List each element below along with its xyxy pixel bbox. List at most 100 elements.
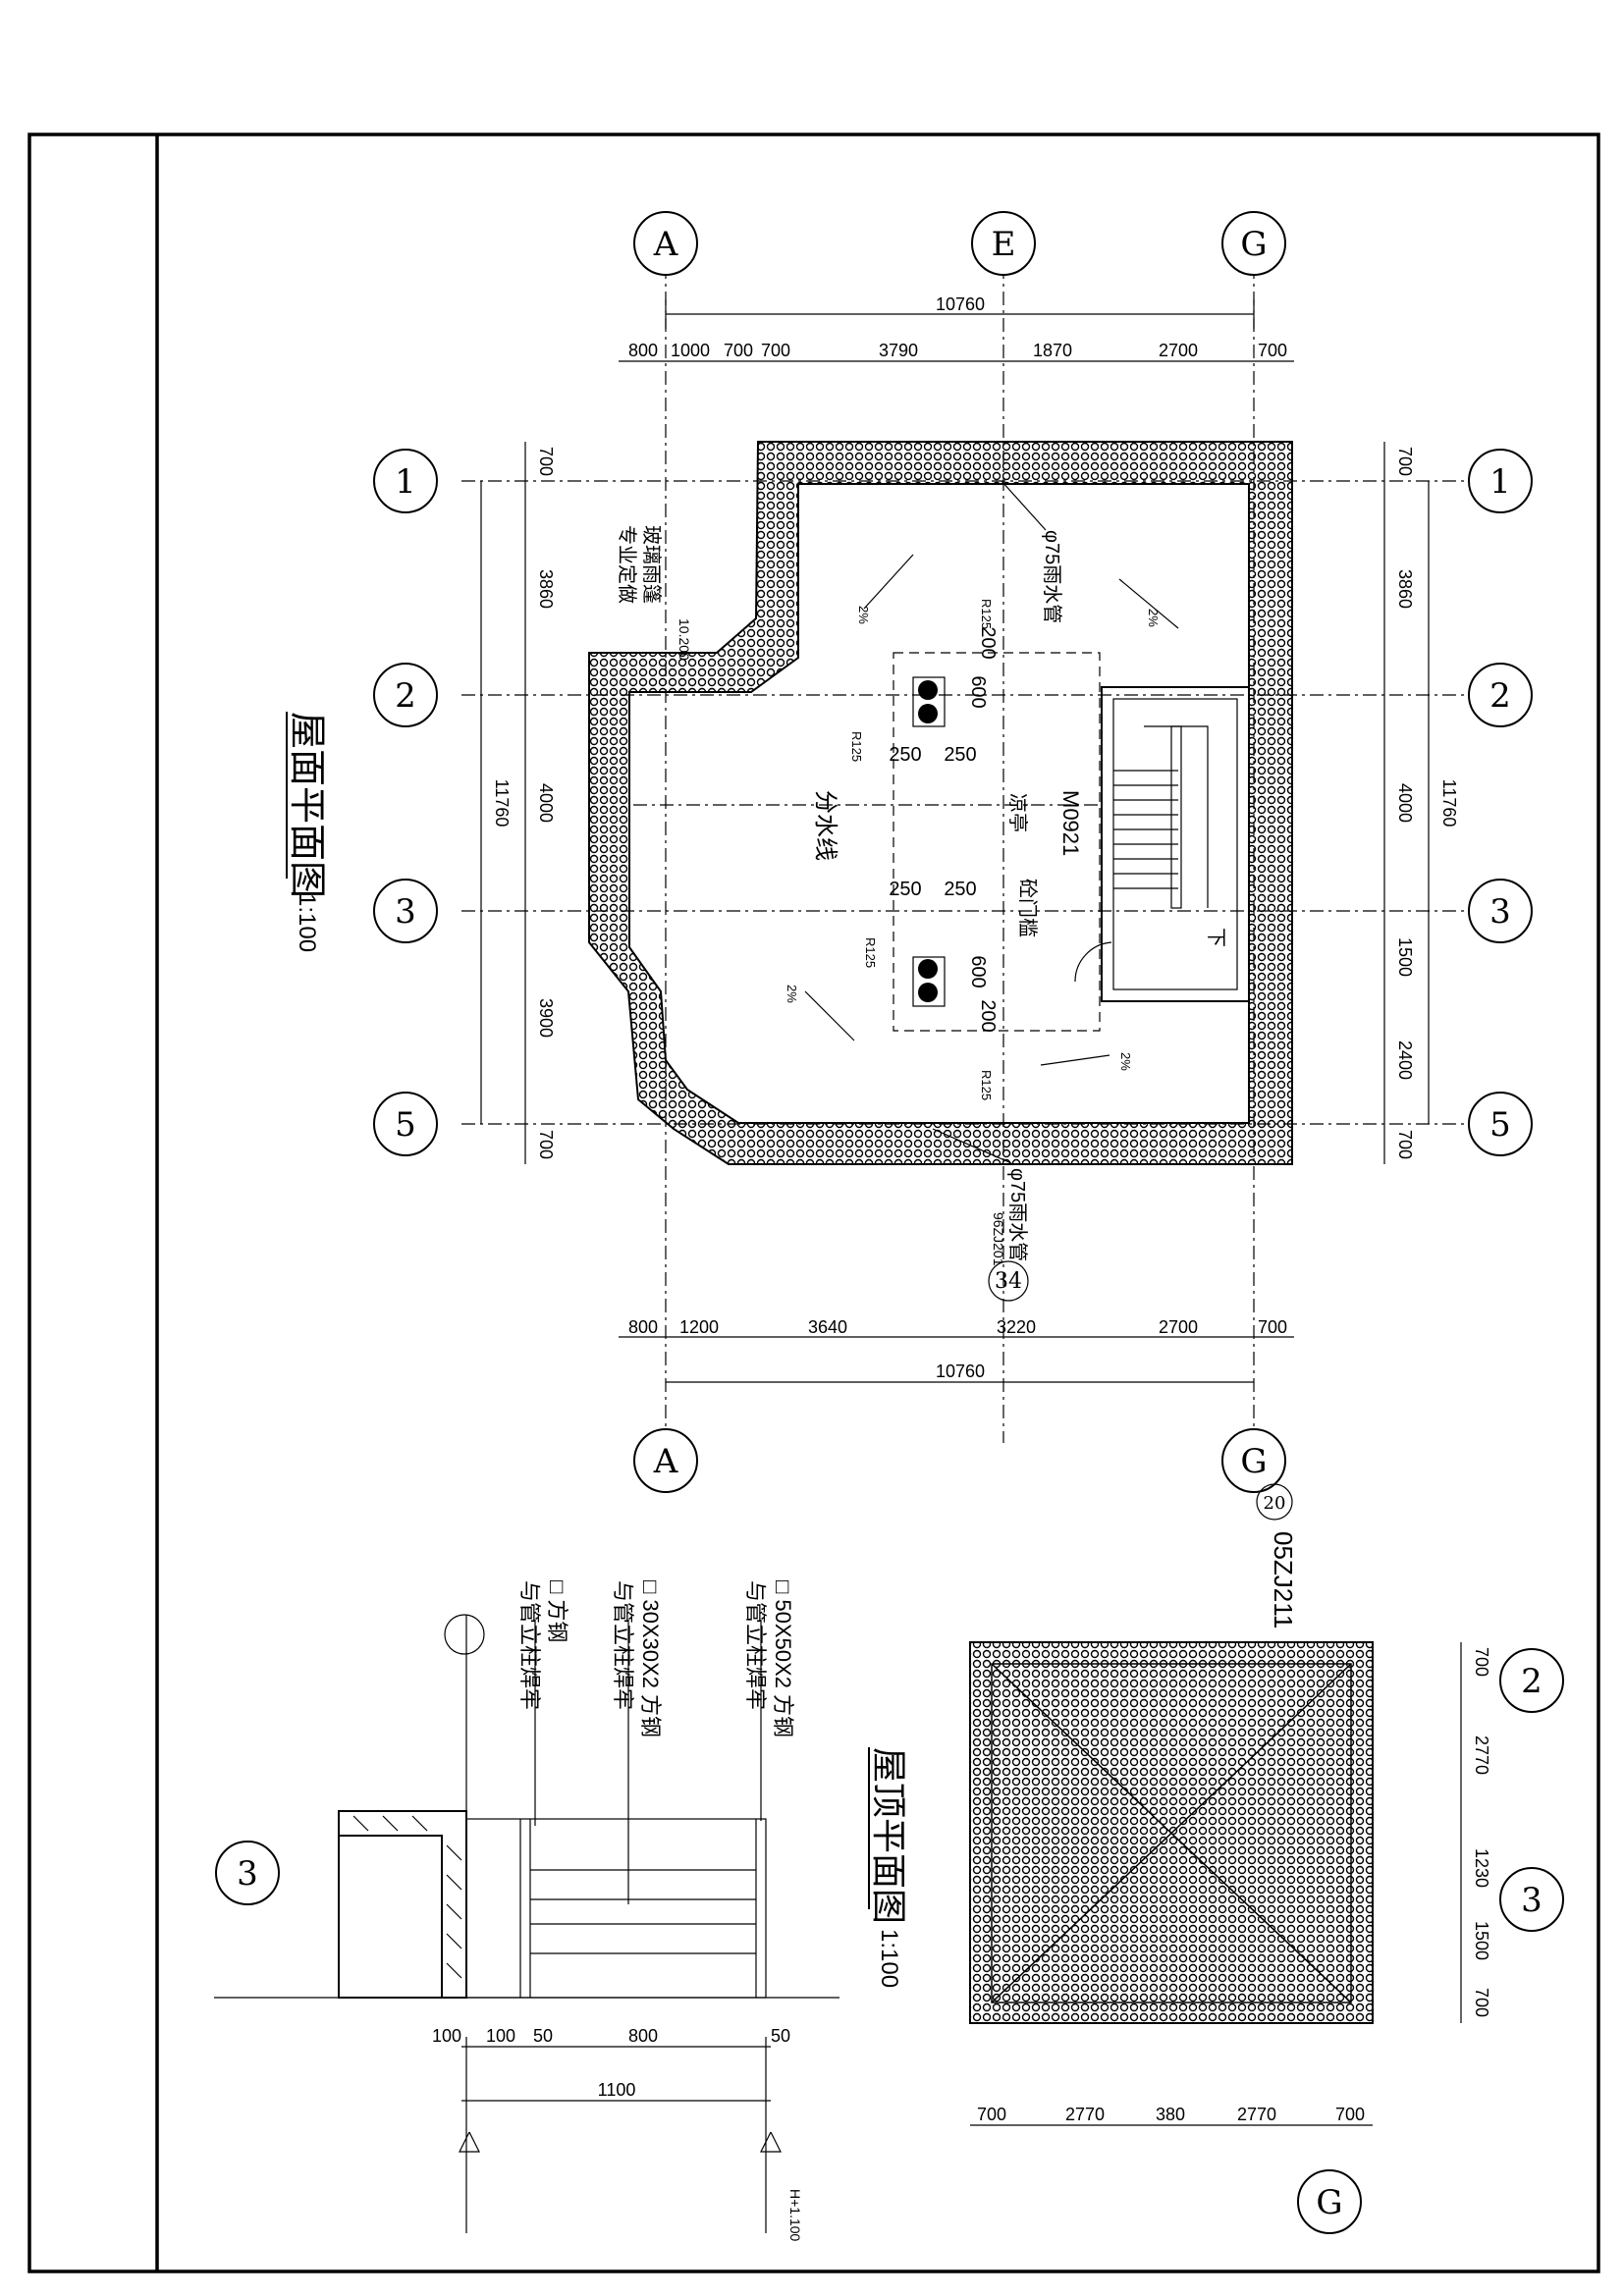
svg-text:4000: 4000 (536, 783, 556, 823)
svg-text:φ75雨水管: φ75雨水管 (1041, 530, 1063, 623)
svg-text:200: 200 (977, 999, 999, 1032)
detail-elevation: H+1.100 (787, 2189, 803, 2242)
right-dims: 700 3860 4000 1500 2400 700 (1395, 447, 1415, 1159)
svg-text:50: 50 (533, 2026, 553, 2046)
svg-text:G: G (1240, 1442, 1267, 1481)
svg-text:380: 380 (1156, 2105, 1185, 2124)
top-plan-title: 屋顶平面图 (869, 1747, 909, 1924)
top-plan-ref-no: 20 (1264, 1493, 1286, 1514)
svg-text:3: 3 (1489, 892, 1511, 932)
svg-text:□ 方钢: □ 方钢 (545, 1580, 569, 1642)
svg-text:与管立柱焊牢: 与管立柱焊牢 (611, 1580, 635, 1710)
svg-text:R125: R125 (979, 1070, 994, 1100)
svg-text:E: E (992, 225, 1016, 264)
svg-text:800: 800 (628, 341, 658, 360)
svg-text:3900: 3900 (536, 998, 556, 1038)
svg-text:M0921: M0921 (1058, 790, 1083, 856)
svg-text:250: 250 (889, 879, 921, 900)
right-overall-dim: 11760 (1439, 779, 1459, 828)
svg-text:G: G (1240, 225, 1267, 264)
svg-text:2%: 2% (856, 606, 871, 624)
svg-text:2770: 2770 (1237, 2105, 1276, 2124)
top-plan-axis-3: 3 (1521, 1881, 1543, 1920)
roof-plan-scale: 1:100 (294, 893, 320, 952)
svg-text:700: 700 (1335, 2105, 1365, 2124)
svg-text:10.200: 10.200 (677, 618, 692, 661)
svg-text:100: 100 (432, 2026, 461, 2046)
svg-text:2%: 2% (1118, 1052, 1133, 1071)
svg-text:700: 700 (1472, 1988, 1491, 2017)
stair-treads (1113, 725, 1209, 909)
svg-text:800: 800 (628, 1317, 658, 1337)
roof-inner-edge (628, 483, 1250, 1124)
svg-text:700: 700 (1258, 1317, 1287, 1337)
svg-text:3220: 3220 (997, 1317, 1036, 1337)
svg-text:700: 700 (536, 447, 556, 476)
svg-text:1200: 1200 (679, 1317, 719, 1337)
svg-text:R125: R125 (979, 599, 994, 629)
left-overall-dim: 11760 (492, 779, 512, 828)
svg-text:34: 34 (995, 1269, 1022, 1294)
svg-text:50: 50 (771, 2026, 790, 2046)
svg-text:1: 1 (395, 462, 416, 502)
svg-text:1: 1 (1489, 462, 1511, 502)
svg-text:2%: 2% (785, 985, 799, 1003)
svg-text:2700: 2700 (1159, 341, 1198, 360)
svg-text:R125: R125 (863, 937, 878, 968)
svg-text:与管立柱焊牢: 与管立柱焊牢 (517, 1580, 542, 1710)
svg-text:凉亭: 凉亭 (1006, 793, 1029, 832)
svg-text:250: 250 (889, 744, 921, 766)
top-plan-ref-code: 05ZJ211 (1269, 1531, 1298, 1629)
svg-text:700: 700 (761, 341, 790, 360)
bottom-overall-dim: 10760 (936, 1362, 985, 1381)
grid-lines (461, 265, 1473, 1443)
svg-text:250: 250 (944, 879, 976, 900)
svg-text:100: 100 (486, 2026, 515, 2046)
svg-text:250: 250 (944, 744, 976, 766)
top-plan-axis-2: 2 (1521, 1662, 1543, 1701)
top-plan-scale: 1:100 (876, 1929, 902, 1988)
svg-text:1870: 1870 (1033, 341, 1072, 360)
svg-text:96ZJ201: 96ZJ201 (991, 1212, 1006, 1266)
svg-text:2400: 2400 (1395, 1041, 1415, 1080)
svg-text:700: 700 (1472, 1647, 1491, 1677)
svg-text:砼门槛: 砼门槛 (1016, 879, 1039, 937)
svg-text:700: 700 (724, 341, 753, 360)
svg-text:2700: 2700 (1159, 1317, 1198, 1337)
bottom-dims: 800 1200 3640 3220 2700 700 (628, 1317, 1287, 1337)
svg-text:3860: 3860 (1395, 569, 1415, 609)
svg-text:5: 5 (395, 1105, 416, 1145)
svg-text:700: 700 (1395, 1130, 1415, 1159)
svg-text:1230: 1230 (1472, 1848, 1491, 1888)
svg-text:600: 600 (967, 675, 989, 708)
top-overall-dim: 10760 (936, 294, 985, 314)
svg-text:与管立柱焊牢: 与管立柱焊牢 (743, 1580, 768, 1710)
svg-text:下: 下 (1205, 928, 1226, 947)
svg-text:3: 3 (395, 892, 416, 932)
svg-text:2770: 2770 (1065, 2105, 1105, 2124)
svg-text:3860: 3860 (536, 569, 556, 609)
svg-text:1000: 1000 (671, 341, 710, 360)
svg-text:1500: 1500 (1472, 1921, 1491, 1960)
svg-text:2%: 2% (1146, 609, 1161, 627)
svg-text:3790: 3790 (879, 341, 918, 360)
top-dims: 800 1000 700 700 3790 1870 2700 700 (628, 341, 1287, 360)
svg-text:φ75雨水管: φ75雨水管 (1006, 1168, 1029, 1261)
detail-dims: 100 100 50 800 50 (432, 2026, 790, 2046)
roof-annotations: 玻璃雨篷 专业定做 10.200 φ75雨水管 φ75雨水管 96ZJ201 3… (616, 525, 1226, 1302)
svg-text:2: 2 (395, 676, 416, 716)
svg-text:800: 800 (628, 2026, 658, 2046)
svg-text:分水线: 分水线 (812, 790, 839, 861)
left-dims: 700 3860 4000 3900 700 (536, 447, 556, 1159)
svg-text:A: A (653, 1442, 678, 1481)
detail-label: 3 (237, 1854, 258, 1894)
svg-text:□ 30X30X2 方钢: □ 30X30X2 方钢 (638, 1580, 663, 1737)
svg-text:1500: 1500 (1395, 937, 1415, 977)
top-plan-bottom-dims: 700 2770 380 2770 700 (977, 2105, 1365, 2124)
svg-text:4000: 4000 (1395, 783, 1415, 823)
detail-3: 3 (214, 1580, 839, 2242)
top-plan: 700 2770 1230 1500 700 700 2770 380 2770… (868, 1483, 1564, 2234)
roof-plan: 10760 800 1000 700 700 3790 1870 2700 70… (286, 211, 1533, 1493)
outer-frame (27, 133, 1600, 2273)
